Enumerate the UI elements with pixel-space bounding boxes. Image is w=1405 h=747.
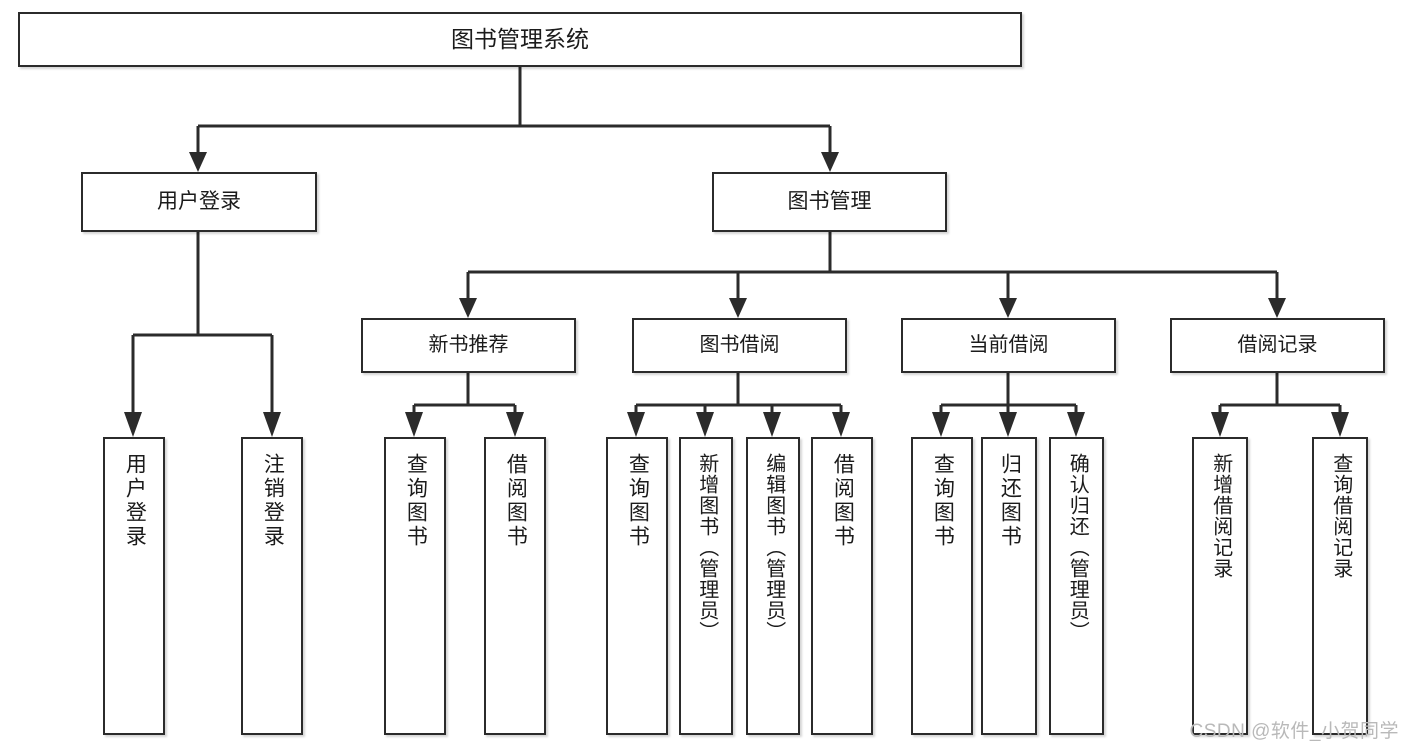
arrow-user-to-leaf1	[124, 412, 142, 437]
node-new-book-recommend-label: 新书推荐	[428, 333, 509, 356]
leaf-borrow-query-book[interactable]: 查询图书	[606, 437, 668, 735]
leaf-borrow-edit-book-admin[interactable]: 编辑图书（管理员）	[746, 437, 800, 735]
node-current-borrow[interactable]: 当前借阅	[901, 318, 1116, 373]
leaf-borrow-add-book-admin-label: 新增图书（管理员）	[695, 453, 718, 642]
node-book-borrow[interactable]: 图书借阅	[632, 318, 847, 373]
leaf-new-book-query-book[interactable]: 查询图书	[384, 437, 446, 735]
node-root-label: 图书管理系统	[451, 25, 589, 52]
leaf-borrow-edit-book-admin-label: 编辑图书（管理员）	[762, 453, 785, 642]
leaf-records-add-record[interactable]: 新增借阅记录	[1192, 437, 1248, 735]
leaf-current-confirm-return-admin-label: 确认归还（管理员）	[1066, 453, 1089, 642]
leaf-records-query-record-label: 查询借阅记录	[1329, 453, 1352, 579]
node-root-book-management-system[interactable]: 图书管理系统	[18, 12, 1022, 67]
arrow-records-to-leaf1	[1211, 412, 1229, 437]
leaf-borrow-borrow-book-label: 借阅图书	[831, 453, 855, 549]
arrow-borrow-to-leaf3	[763, 412, 781, 437]
arrow-books-to-records	[1268, 298, 1286, 318]
leaf-current-query-book-label: 查询图书	[931, 453, 955, 549]
arrow-books-to-current	[999, 298, 1017, 318]
arrow-root-to-books	[821, 152, 839, 172]
node-user-login-label: 用户登录	[157, 189, 241, 213]
leaf-records-query-record[interactable]: 查询借阅记录	[1312, 437, 1368, 735]
leaf-user-login-logout[interactable]: 注销登录	[241, 437, 303, 735]
leaf-records-add-record-label: 新增借阅记录	[1209, 453, 1232, 579]
arrow-borrow-to-leaf2	[696, 412, 714, 437]
arrow-new-to-leaf2	[506, 412, 524, 437]
leaf-new-book-borrow-book[interactable]: 借阅图书	[484, 437, 546, 735]
leaf-borrow-add-book-admin[interactable]: 新增图书（管理员）	[679, 437, 733, 735]
arrow-user-to-leaf2	[263, 412, 281, 437]
leaf-user-login-login-label: 用户登录	[123, 453, 147, 549]
node-borrow-records[interactable]: 借阅记录	[1170, 318, 1385, 373]
arrow-books-to-new	[459, 298, 477, 318]
leaf-current-confirm-return-admin[interactable]: 确认归还（管理员）	[1049, 437, 1104, 735]
leaf-current-query-book[interactable]: 查询图书	[911, 437, 973, 735]
arrow-current-to-leaf3	[1067, 412, 1085, 437]
arrow-current-to-leaf2	[999, 412, 1017, 437]
arrow-new-to-leaf1	[405, 412, 423, 437]
node-book-management-label: 图书管理	[787, 189, 872, 213]
leaf-new-book-borrow-book-label: 借阅图书	[504, 453, 528, 549]
arrow-borrow-to-leaf1	[627, 412, 645, 437]
node-user-login[interactable]: 用户登录	[81, 172, 317, 232]
leaf-user-login-login[interactable]: 用户登录	[103, 437, 165, 735]
arrow-borrow-to-leaf4	[832, 412, 850, 437]
node-new-book-recommend[interactable]: 新书推荐	[361, 318, 576, 373]
arrow-root-to-user	[189, 152, 207, 172]
node-book-management[interactable]: 图书管理	[712, 172, 947, 232]
leaf-borrow-borrow-book[interactable]: 借阅图书	[811, 437, 873, 735]
leaf-user-login-logout-label: 注销登录	[261, 453, 285, 549]
leaf-current-return-book-label: 归还图书	[998, 453, 1022, 549]
node-current-borrow-label: 当前借阅	[968, 333, 1049, 356]
leaf-current-return-book[interactable]: 归还图书	[981, 437, 1037, 735]
leaf-new-book-query-book-label: 查询图书	[404, 453, 428, 549]
arrow-current-to-leaf1	[932, 412, 950, 437]
arrow-records-to-leaf2	[1331, 412, 1349, 437]
arrow-books-to-borrow	[729, 298, 747, 318]
leaf-borrow-query-book-label: 查询图书	[626, 453, 650, 549]
node-borrow-records-label: 借阅记录	[1237, 333, 1318, 356]
node-book-borrow-label: 图书借阅	[699, 333, 780, 356]
